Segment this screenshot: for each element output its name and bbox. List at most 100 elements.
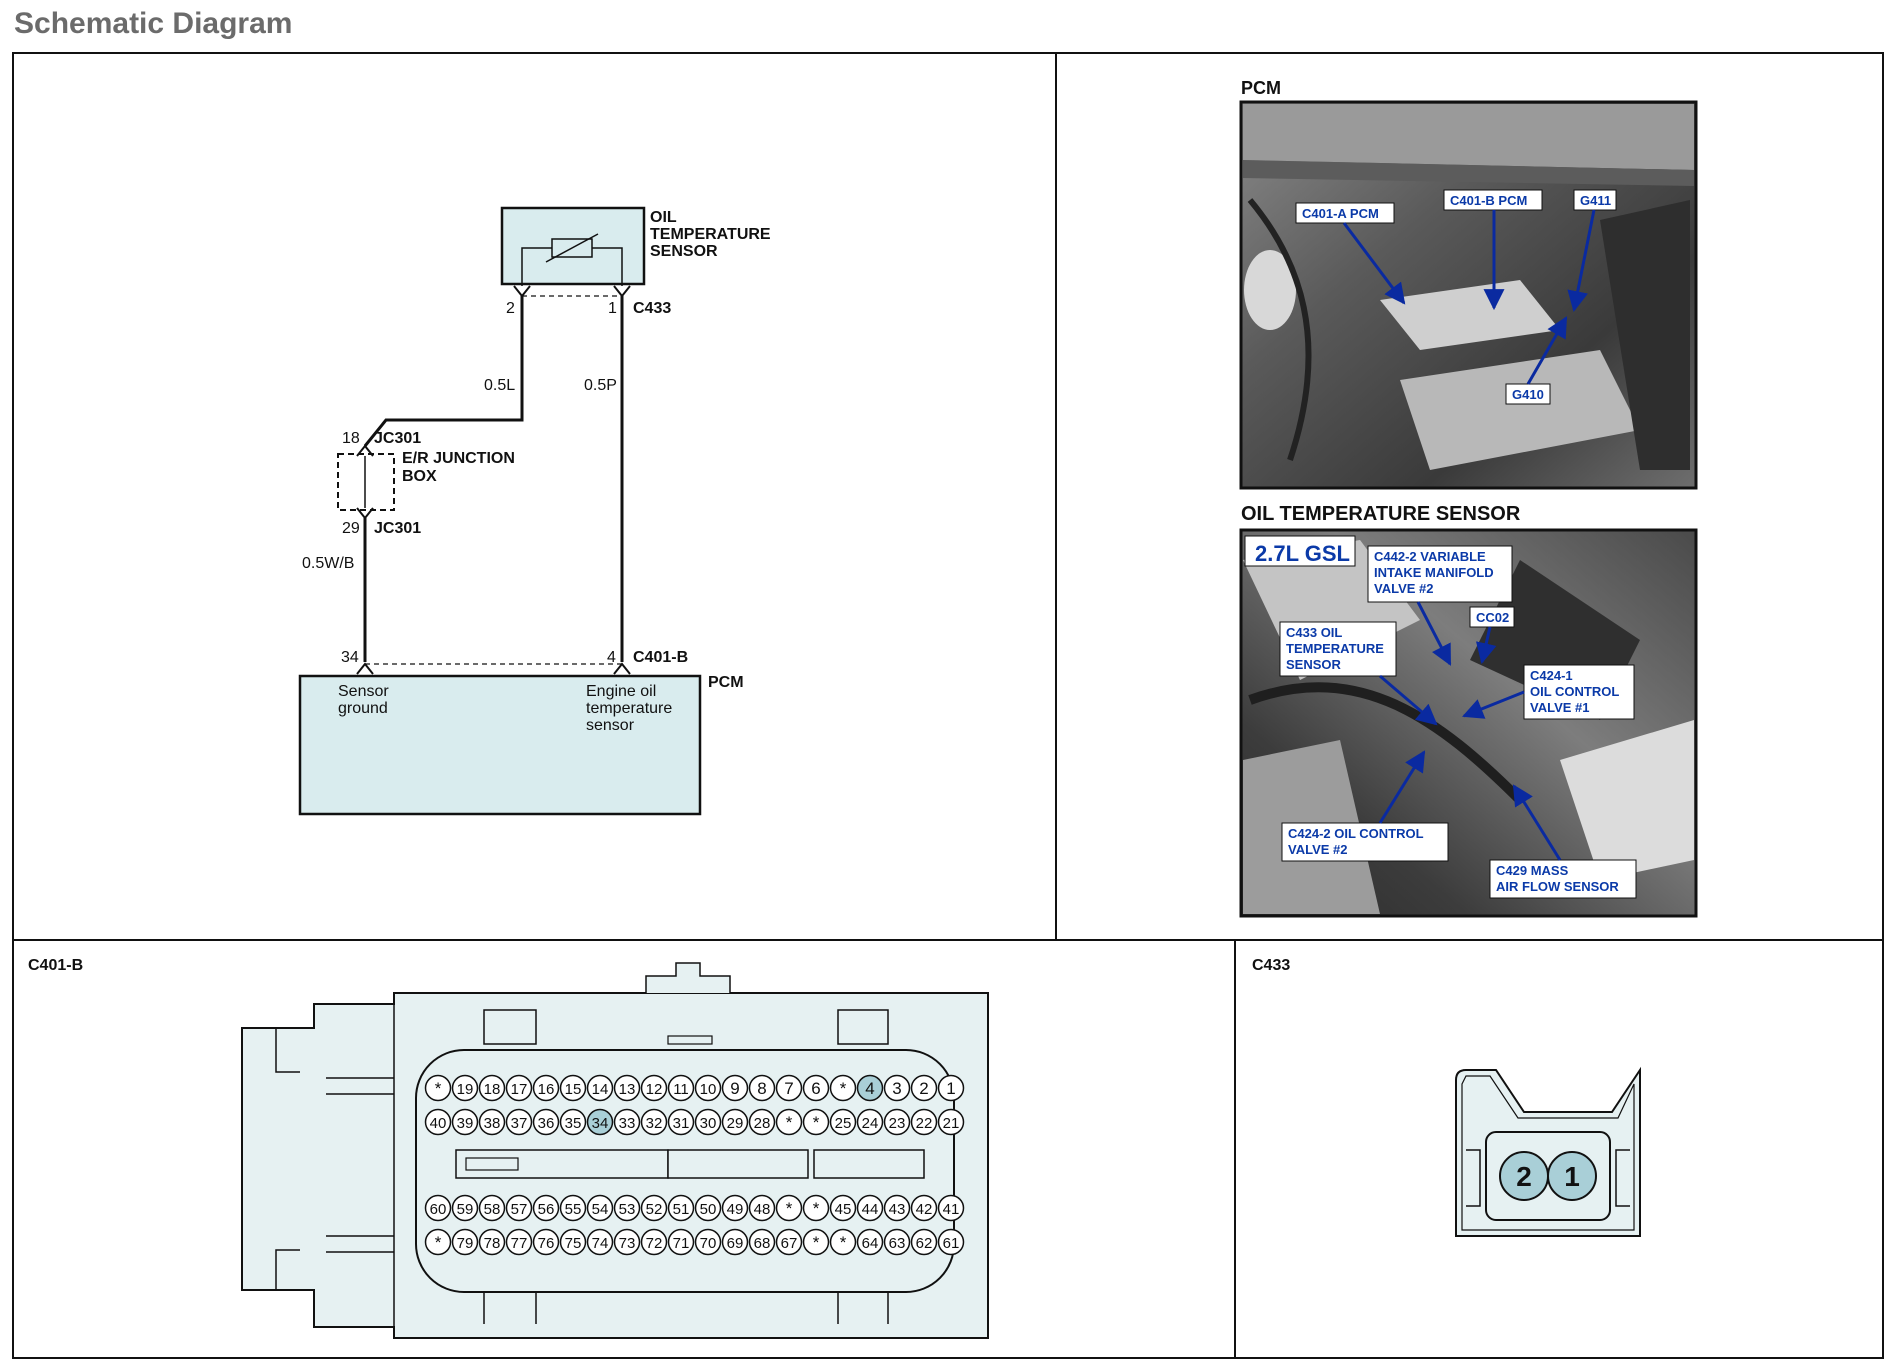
- svg-text:78: 78: [484, 1235, 501, 1252]
- c401b-pin-22: 22: [910, 1108, 938, 1136]
- svg-text:23: 23: [889, 1115, 906, 1132]
- svg-text:74: 74: [592, 1235, 609, 1252]
- c401b-pin-unused: *: [775, 1108, 803, 1136]
- c401b-pin-38: 38: [478, 1108, 506, 1136]
- callout-cc02: CC02: [1476, 610, 1509, 625]
- svg-text:63: 63: [889, 1235, 906, 1252]
- svg-text:24: 24: [862, 1115, 879, 1132]
- c401b-pin-24: 24: [856, 1108, 884, 1136]
- sensor-location-photo-panel: OIL TEMPERATURE SENSOR 2.7L GSL C442-2 V…: [1239, 503, 1698, 918]
- c401b-pin-14: 14: [586, 1074, 614, 1102]
- callout-c424-1: C424-1 OIL CONTROL VALVE #1: [1530, 668, 1619, 715]
- c401b-pin-unused: *: [829, 1074, 857, 1102]
- c401b-pin-31: 31: [667, 1108, 695, 1136]
- svg-text:69: 69: [727, 1235, 744, 1252]
- svg-text:64: 64: [862, 1235, 879, 1252]
- engine-badge: 2.7L GSL: [1255, 541, 1350, 566]
- svg-text:72: 72: [646, 1235, 663, 1252]
- svg-text:54: 54: [592, 1201, 609, 1218]
- c401b-pin-59: 59: [451, 1194, 479, 1222]
- svg-text:8: 8: [757, 1079, 766, 1098]
- svg-text:VALVE #2: VALVE #2: [1288, 842, 1347, 857]
- svg-text:71: 71: [673, 1235, 690, 1252]
- c401b-pin-16: 16: [532, 1074, 560, 1102]
- svg-text:SENSOR: SENSOR: [1286, 657, 1342, 672]
- svg-text:TEMPERATURE: TEMPERATURE: [1286, 641, 1384, 656]
- c401b-pin-unused: *: [802, 1194, 830, 1222]
- svg-text:2: 2: [919, 1079, 928, 1098]
- c401b-pin-70: 70: [694, 1228, 722, 1256]
- svg-text:*: *: [435, 1079, 442, 1098]
- svg-text:36: 36: [538, 1115, 555, 1132]
- c401b-pin-2: 2: [910, 1074, 938, 1102]
- svg-text:16: 16: [538, 1081, 555, 1098]
- svg-text:*: *: [840, 1233, 847, 1252]
- svg-text:35: 35: [565, 1115, 582, 1132]
- svg-text:49: 49: [727, 1201, 744, 1218]
- svg-text:BOX: BOX: [402, 468, 437, 485]
- c401b-pin-60: 60: [424, 1194, 452, 1222]
- svg-text:18: 18: [484, 1081, 501, 1098]
- c401b-pin-42: 42: [910, 1194, 938, 1222]
- svg-text:*: *: [786, 1199, 793, 1218]
- c401b-pin-9: 9: [721, 1074, 749, 1102]
- sensor-pin-2: 2: [506, 300, 515, 317]
- c401b-pin-55: 55: [559, 1194, 587, 1222]
- svg-text:41: 41: [943, 1201, 960, 1218]
- svg-text:30: 30: [700, 1115, 717, 1132]
- callout-c429-maf-sensor: C429 MASS AIR FLOW SENSOR: [1496, 863, 1619, 894]
- c401b-pin-62: 62: [910, 1228, 938, 1256]
- c401b-pin-75: 75: [559, 1228, 587, 1256]
- svg-text:OIL CONTROL: OIL CONTROL: [1530, 684, 1619, 699]
- svg-text:29: 29: [727, 1115, 744, 1132]
- svg-text:79: 79: [457, 1235, 474, 1252]
- svg-text:21: 21: [943, 1115, 960, 1132]
- c401b-pin-78: 78: [478, 1228, 506, 1256]
- c401b-pin-43: 43: [883, 1194, 911, 1222]
- svg-text:42: 42: [916, 1201, 933, 1218]
- svg-text:OIL: OIL: [650, 209, 677, 226]
- svg-text:60: 60: [430, 1201, 447, 1218]
- svg-text:3: 3: [892, 1079, 901, 1098]
- c401b-pin-21: 21: [937, 1108, 965, 1136]
- pcm-terminal-sensor-ground: Sensor ground: [338, 683, 389, 717]
- svg-text:temperature: temperature: [586, 700, 672, 717]
- c401b-pin-49: 49: [721, 1194, 749, 1222]
- c401b-pin-19: 19: [451, 1074, 479, 1102]
- svg-text:TEMPERATURE: TEMPERATURE: [650, 226, 771, 243]
- svg-text:33: 33: [619, 1115, 636, 1132]
- svg-text:SENSOR: SENSOR: [650, 243, 718, 260]
- wire-label-0-5l: 0.5L: [484, 377, 515, 394]
- c433-pin-2: 2: [1499, 1151, 1549, 1201]
- jb-pin-18: 18: [342, 430, 360, 447]
- svg-text:67: 67: [781, 1235, 798, 1252]
- svg-text:4: 4: [865, 1079, 874, 1098]
- svg-text:1: 1: [1564, 1161, 1580, 1192]
- svg-text:INTAKE MANIFOLD: INTAKE MANIFOLD: [1374, 565, 1494, 580]
- svg-text:1: 1: [946, 1079, 955, 1098]
- c401b-pin-41: 41: [937, 1194, 965, 1222]
- svg-text:VALVE #1: VALVE #1: [1530, 700, 1589, 715]
- c401b-pin-74: 74: [586, 1228, 614, 1256]
- c401b-pin-50: 50: [694, 1194, 722, 1222]
- svg-text:Engine oil: Engine oil: [586, 683, 656, 700]
- c401b-pin-17: 17: [505, 1074, 533, 1102]
- svg-text:C424-1: C424-1: [1530, 668, 1573, 683]
- c401b-pin-72: 72: [640, 1228, 668, 1256]
- c401b-pin-56: 56: [532, 1194, 560, 1222]
- pcm-pin-4: 4: [607, 649, 616, 666]
- pcm-photo-title: PCM: [1241, 78, 1281, 98]
- sensor-callout-arrows: [1378, 601, 1562, 861]
- pcm-label: PCM: [708, 674, 744, 691]
- sensor-photo-title: OIL TEMPERATURE SENSOR: [1241, 503, 1521, 525]
- svg-text:VALVE #2: VALVE #2: [1374, 581, 1433, 596]
- svg-text:58: 58: [484, 1201, 501, 1218]
- svg-text:6: 6: [811, 1079, 820, 1098]
- svg-text:*: *: [813, 1199, 820, 1218]
- svg-text:17: 17: [511, 1081, 528, 1098]
- callout-c433-oil-temp-sensor: C433 OIL TEMPERATURE SENSOR: [1286, 625, 1384, 672]
- callout-g410: G410: [1512, 387, 1544, 402]
- pcm-location-photo-panel: PCM C401-A PCM C401-B PCM G411 G410: [1239, 78, 1698, 490]
- svg-text:14: 14: [592, 1081, 609, 1098]
